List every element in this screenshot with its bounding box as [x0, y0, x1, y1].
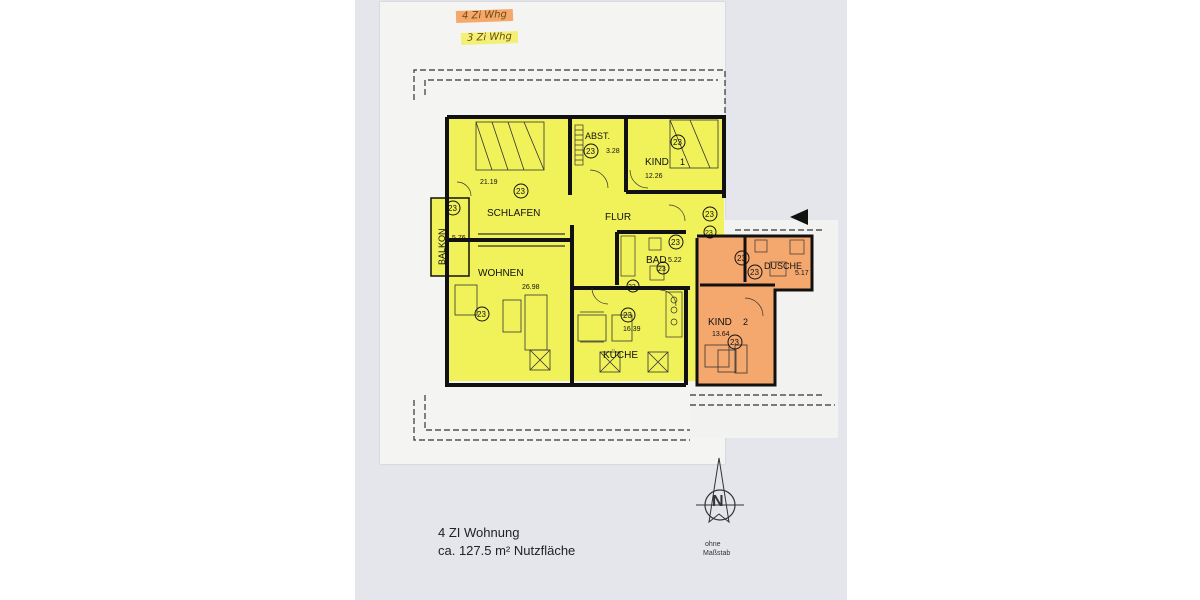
tag-text-kind2: 23 — [730, 338, 739, 347]
tag-wohnen: 23 — [474, 306, 490, 322]
room-label-schlafen: SCHLAFEN — [487, 208, 540, 219]
tag-extra-1: 23 — [734, 250, 750, 266]
roof-outline — [413, 69, 835, 441]
room-area-bad: 5.22 — [668, 257, 682, 264]
stair-icon — [574, 124, 584, 166]
room-area-abst: 3.28 — [606, 148, 620, 155]
room-area-schlafen: 21.19 — [480, 179, 498, 186]
room-area-kind1: 12.26 — [645, 173, 663, 180]
tag-text-extra-3: 23 — [658, 266, 666, 273]
tag-text-kind1: 23 — [673, 138, 682, 147]
north-arrow-icon — [696, 457, 744, 524]
balcony-area — [430, 198, 470, 276]
room-label-kueche: KÜCHE — [603, 349, 638, 361]
tag-text-abst: 23 — [586, 147, 595, 156]
partition-icon — [478, 233, 565, 247]
tag-abst: 23 — [583, 143, 599, 159]
tag-text-balkon: 23 — [448, 204, 457, 213]
north-letter: N — [712, 493, 724, 510]
room-tags: 23 23 23 23 23 23 23 23 23 23 23 23 23 2… — [445, 134, 763, 350]
balcony-frame — [430, 197, 470, 277]
room-label-kind1: KIND — [645, 157, 669, 168]
tag-schlafen: 23 — [513, 183, 529, 199]
room-label-wohnen: WOHNEN — [478, 268, 524, 279]
room-labels: SCHLAFEN 21.19 ABST. 3.28 KIND 1 12.26 F… — [437, 131, 809, 361]
tag-text-bad: 23 — [671, 238, 680, 247]
tag-text-kueche: 23 — [623, 311, 632, 320]
tag-text-dusche: 23 — [750, 268, 759, 277]
tag-text-wohnen: 23 — [477, 310, 486, 319]
unit-title: 4 ZI Wohnung — [438, 525, 520, 540]
tag-dusche: 23 — [747, 264, 763, 280]
tag-text-extra-4: 23 — [628, 284, 636, 291]
tag-balkon: 23 — [445, 200, 461, 216]
tag-flur: 23 — [702, 206, 718, 222]
door-icon — [456, 169, 764, 317]
room-area-balkon: 5.76 — [452, 235, 466, 242]
room-number-kind1: 1 — [680, 157, 685, 167]
tag-text-extra-2: 23 — [705, 230, 713, 237]
walls-three-room — [445, 115, 726, 387]
room-number-kind2: 2 — [743, 317, 748, 327]
scale-note-line1: ohne — [705, 541, 721, 548]
tag-extra-3: 23 — [656, 261, 670, 275]
room-area-wohnen: 26.98 — [522, 284, 540, 291]
tag-bad: 23 — [668, 234, 684, 250]
room-area-kueche: 16.39 — [623, 326, 641, 333]
room-label-abst: ABST. — [585, 131, 610, 141]
kitchen-counter-icon — [665, 291, 683, 338]
entrance-arrow-icon — [790, 209, 808, 225]
room-label-dusche: DUSCHE — [764, 261, 802, 271]
unit-area: ca. 127.5 m² Nutzfläche — [438, 543, 576, 558]
tag-kind2: 23 — [727, 334, 743, 350]
window-icon — [529, 349, 737, 373]
room-label-kind2: KIND — [708, 317, 732, 328]
walls-four-room — [695, 234, 814, 387]
tag-extra-4: 23 — [626, 279, 640, 293]
room-label-flur: FLUR — [605, 212, 631, 223]
four-room-area — [697, 236, 812, 385]
tag-extra-2: 23 — [703, 225, 717, 239]
room-area-dusche: 5.17 — [795, 270, 809, 277]
tag-kind1: 23 — [670, 134, 686, 150]
tag-kueche: 23 — [620, 307, 636, 323]
tag-text-flur: 23 — [705, 210, 714, 219]
tag-text-schlafen: 23 — [516, 187, 525, 196]
room-label-bad: BAD — [646, 255, 667, 266]
room-area-kind2: 13.64 — [712, 331, 730, 338]
tag-text-extra-1: 23 — [737, 254, 746, 263]
wardrobe-icon — [475, 119, 719, 171]
room-label-balkon: BALKON — [437, 228, 447, 265]
scale-note-line2: Maßstab — [703, 550, 731, 557]
